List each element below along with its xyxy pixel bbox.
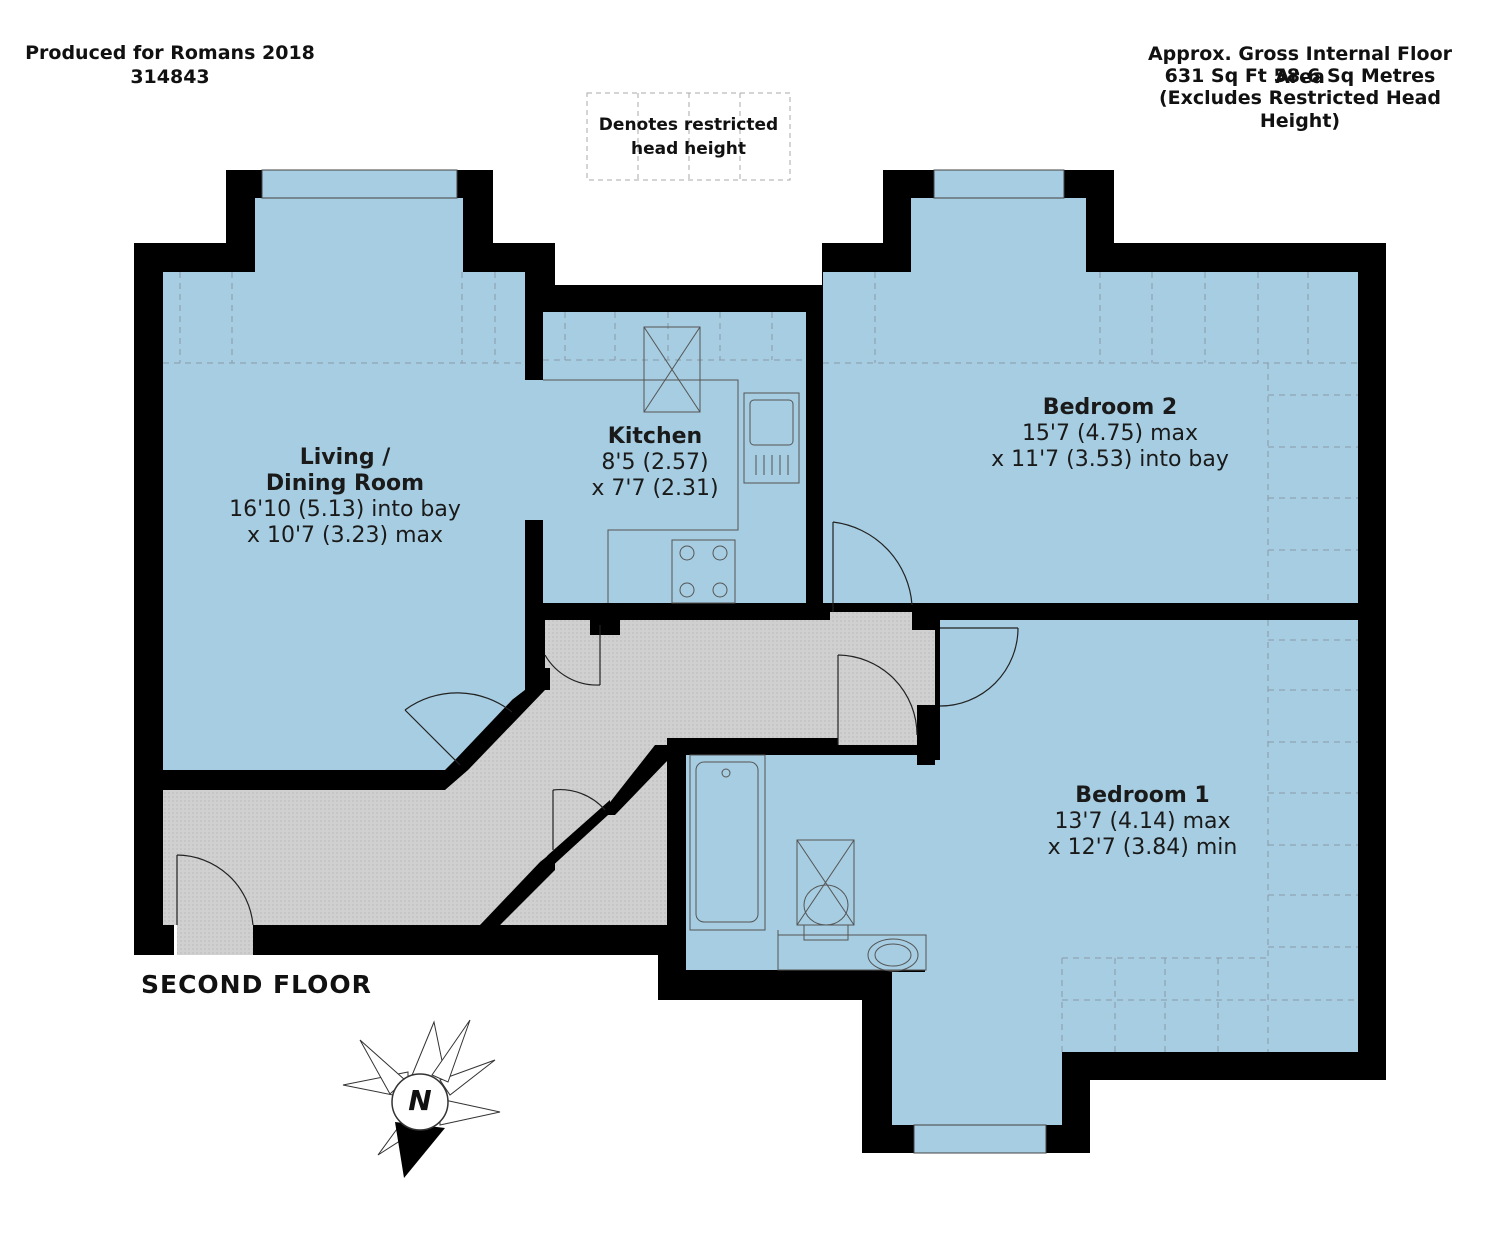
producer-line: Produced for Romans 2018 bbox=[25, 42, 315, 64]
kitchen-dim-2: x 7'7 (2.31) bbox=[591, 476, 719, 501]
area-line-3: (Excludes Restricted Head Height) bbox=[1158, 87, 1442, 132]
living-room-name-1: Living / bbox=[299, 445, 391, 470]
living-room-dim-2: x 10'7 (3.23) max bbox=[246, 523, 444, 548]
restricted-head-height-lines bbox=[163, 272, 1358, 1052]
ref-number: 314843 bbox=[130, 66, 210, 88]
bedroom-2-label: Bedroom 2 15'7 (4.75) max x 11'7 (3.53) … bbox=[920, 395, 1300, 473]
bath-icon bbox=[689, 754, 766, 931]
kitchen-dim-1: 8'5 (2.57) bbox=[601, 450, 709, 475]
bedroom-2-dim-2: x 11'7 (3.53) into bay bbox=[991, 447, 1229, 472]
kitchen-fittings bbox=[543, 326, 800, 604]
bedroom-2-name: Bedroom 2 bbox=[1042, 395, 1178, 420]
kitchen-label: Kitchen 8'5 (2.57) x 7'7 (2.31) bbox=[550, 424, 760, 502]
living-room-name-2: Dining Room bbox=[265, 471, 425, 496]
bedroom-2-dim-1: 15'7 (4.75) max bbox=[1021, 421, 1199, 446]
compass-rose-icon bbox=[342, 1019, 501, 1178]
legend-swatch bbox=[586, 92, 791, 181]
bathroom-fittings bbox=[689, 754, 927, 972]
doors bbox=[176, 521, 1019, 926]
bedroom-1-name: Bedroom 1 bbox=[1075, 783, 1210, 808]
bedroom-1-dim-2: x 12'7 (3.84) min bbox=[1047, 835, 1238, 860]
extractor-icon bbox=[643, 326, 701, 413]
hob-icon bbox=[671, 539, 736, 604]
interior-walls bbox=[445, 312, 1358, 980]
living-room-label: Living / Dining Room 16'10 (5.13) into b… bbox=[180, 445, 510, 549]
basin-icon bbox=[867, 938, 919, 972]
living-kitchen-opening bbox=[520, 380, 550, 520]
kitchen-name: Kitchen bbox=[607, 424, 703, 449]
area-line-2: 631 Sq Ft 58.6 Sq Metres bbox=[1164, 65, 1436, 87]
windows bbox=[261, 169, 1065, 1154]
floor-label: SECOND FLOOR bbox=[141, 970, 372, 999]
area-line-1: Approx. Gross Internal Floor Area bbox=[1147, 43, 1453, 88]
bedroom-1-dim-1: 13'7 (4.14) max bbox=[1054, 809, 1231, 834]
bedroom-2-floor bbox=[823, 198, 1358, 603]
room-floors bbox=[163, 198, 1358, 1125]
bedroom-1-label: Bedroom 1 13'7 (4.14) max x 12'7 (3.84) … bbox=[1000, 783, 1285, 861]
hallway-floor bbox=[163, 612, 935, 925]
compass-north-label: N bbox=[408, 1084, 432, 1117]
restricted-head-height-legend: Denotes restricted head height bbox=[587, 93, 790, 180]
living-room-dim-1: 16'10 (5.13) into bay bbox=[229, 497, 461, 522]
legend-line-2: head height bbox=[630, 139, 747, 159]
sink-icon bbox=[743, 392, 800, 484]
bathroom-floor bbox=[686, 755, 926, 970]
bedroom-1-floor bbox=[892, 620, 1358, 1125]
living-room-floor bbox=[163, 198, 525, 770]
legend-line-1: Denotes restricted bbox=[598, 115, 779, 135]
